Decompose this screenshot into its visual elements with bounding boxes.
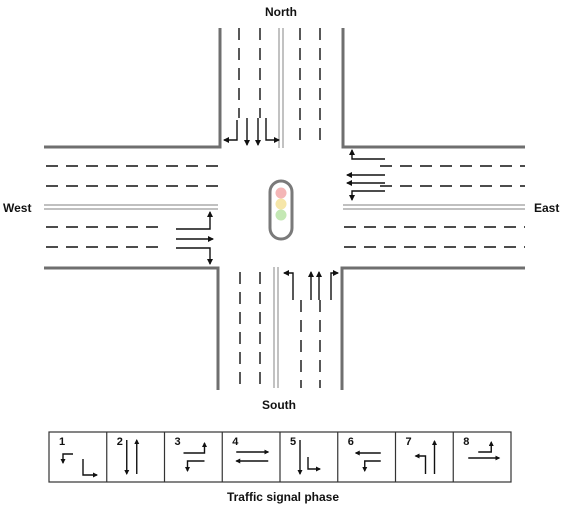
phase-arrow-icon-northbound-left [414,453,427,474]
signal-yellow-lamp [275,198,287,210]
label-north: North [265,5,297,19]
lane-arrow-icon [349,190,385,201]
phase-arrow-icon-eastbound-left [478,441,494,453]
phase-number: 5 [290,436,296,448]
phase-arrow-icon-eastbound-left [183,442,207,454]
phase-number: 2 [117,436,123,448]
lane-arrow-icon [176,211,213,230]
phase-cell-2: 2 [117,436,140,475]
road-edge [44,28,222,149]
road-edges [44,28,525,390]
phase-cell-1: 1 [59,436,98,478]
lane-arrow-icon [265,118,280,143]
phase-number: 7 [406,436,412,448]
lane-arrow-icon [283,270,294,300]
phase-number: 8 [463,436,469,448]
lane-arrow-icon [349,149,385,160]
lane-arrow-icon [223,120,238,143]
label-south: South [262,398,296,412]
phase-arrow-icon-southbound-right [307,457,321,472]
signal-green-lamp [275,209,287,221]
phase-number: 4 [232,436,239,448]
approach-arrows [176,118,385,300]
phase-cell-4: 4 [232,436,270,464]
phase-caption: Traffic signal phase [227,490,339,504]
phase-number: 3 [175,436,181,448]
phase-cell-6: 6 [348,436,381,472]
phase-cell-3: 3 [175,436,207,472]
traffic-light-icon [268,179,294,241]
phase-arrow-icon-eastbound-right [82,459,98,478]
phase-cell-8: 8 [463,436,501,461]
phase-cell-7: 7 [406,436,437,474]
lane-markings [46,28,525,388]
lane-arrow-icon [176,247,213,265]
phase-arrow-icon-westbound-left [362,460,381,472]
medians [44,28,525,388]
label-east: East [534,201,559,215]
phase-arrow-icon-westbound-right [185,460,205,472]
road-edge [340,266,525,390]
lane-arrow-icon [330,270,339,300]
road-edge [44,266,220,390]
phase-number: 1 [59,436,65,448]
label-west: West [3,201,31,215]
phase-arrow-icon-westbound-left [60,453,73,464]
phase-number: 6 [348,436,354,448]
road-edge [341,28,525,149]
phase-table: 1 2 3 4 5 6 7 8 [48,431,512,483]
signal-red-lamp [275,187,287,199]
phase-cell-5: 5 [290,436,321,475]
